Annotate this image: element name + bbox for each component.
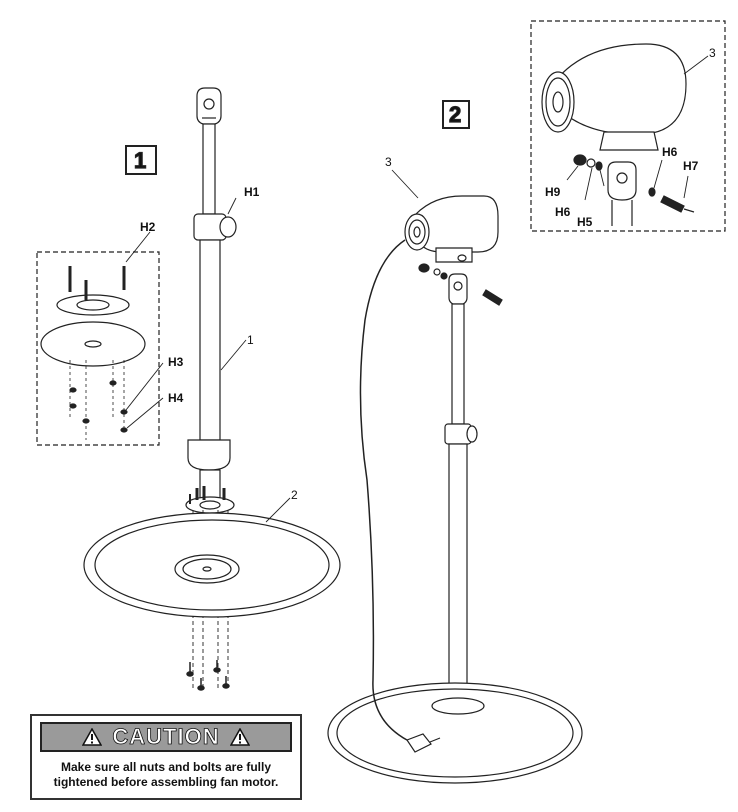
label-h3: H3 [168,355,184,369]
label-h4: H4 [168,391,184,405]
label-h6-right: H6 [662,145,678,159]
label-h9: H9 [545,185,561,199]
base-disc [83,512,341,618]
leaders-step1 [125,197,291,523]
caution-line-1: Make sure all nuts and bolts are fully [60,760,272,774]
label-part-2: 2 [291,488,298,502]
base-disc-2 [327,682,583,784]
pole-assembly-2 [418,263,503,711]
warning-triangle-icon [82,728,103,746]
label-h7: H7 [683,159,699,173]
warning-triangle-icon [229,728,250,746]
label-h5: H5 [577,215,593,229]
step2-box [442,100,470,129]
pole-assembly [185,87,237,514]
flange-detail-inset [36,251,160,446]
power-cord [359,239,441,753]
step2-number: 2 [449,102,461,127]
mount-detail-inset [530,20,726,232]
label-part-3-detail: 3 [709,46,716,60]
caution-heading: CAUTION [112,724,220,750]
leaders-step2 [391,55,709,201]
label-part-1: 1 [247,333,254,347]
bottom-screws [186,660,230,691]
label-h2: H2 [140,220,156,234]
caution-notice: CAUTION Make sure all nuts and bolts are… [30,714,302,800]
label-h1: H1 [244,185,260,199]
fan-motor [404,195,499,263]
label-h6-left: H6 [555,205,571,219]
caution-line-2: tightened before assembling fan motor. [53,775,279,789]
caution-banner: CAUTION [40,722,292,752]
step1-number: 1 [134,148,146,173]
caution-message: Make sure all nuts and bolts are fully t… [36,760,296,790]
step1-box [125,145,157,175]
label-part-3-main: 3 [385,155,392,169]
